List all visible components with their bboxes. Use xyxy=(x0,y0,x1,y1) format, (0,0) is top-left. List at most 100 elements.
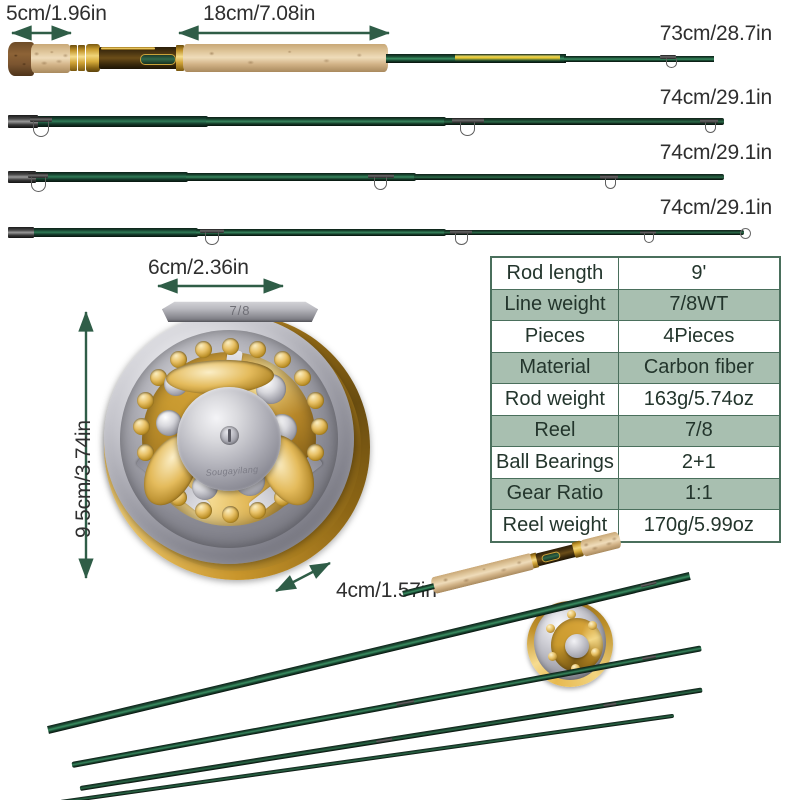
ferrule-4 xyxy=(8,227,34,238)
spec-key: Gear Ratio xyxy=(490,477,619,510)
reel-foot xyxy=(162,301,318,322)
spec-key: Material xyxy=(490,351,619,384)
spec-key: Line weight xyxy=(490,288,619,321)
spec-value: 7/8 xyxy=(617,414,781,447)
reel-port-o11 xyxy=(222,506,239,523)
reel-spool-release[interactable] xyxy=(220,426,239,445)
spec-value: 2+1 xyxy=(617,446,781,479)
guide-ring-2b xyxy=(460,122,475,136)
reel-port-o17 xyxy=(137,392,154,409)
guide-ring-4a xyxy=(205,232,219,245)
spec-value: 170g/5.99oz xyxy=(617,509,781,542)
reel-port-o6 xyxy=(311,418,328,435)
spec-key: Reel xyxy=(490,414,619,447)
reel-port-o15 xyxy=(137,444,154,461)
assembled-reel-port-3 xyxy=(591,648,600,657)
assembled-reel-port-6 xyxy=(546,624,555,633)
rod-blank-2-a xyxy=(8,116,208,127)
assembled-reel-hub xyxy=(565,634,589,658)
guide-ring-4b xyxy=(455,233,468,245)
guide-ring-2a xyxy=(33,121,49,137)
reel-seat-trim xyxy=(101,47,155,50)
label-section-4: 74cm/29.1in xyxy=(659,196,772,219)
guide-foot-3a xyxy=(28,173,48,178)
reel-port-o7 xyxy=(307,444,324,461)
rod-blank-4-c xyxy=(444,230,744,235)
assembled-reel-port-5 xyxy=(548,652,557,661)
guide-ring-3a xyxy=(31,177,46,192)
rod-blank-1-upper xyxy=(564,56,714,62)
fighting-butt-cap xyxy=(8,42,34,76)
spec-value: 4Pieces xyxy=(617,320,781,353)
reel-port-o19 xyxy=(170,351,187,368)
rod-blank-3-a xyxy=(8,172,188,182)
assembled-reel-port-1 xyxy=(567,610,576,619)
guide-foot-2b xyxy=(452,118,484,123)
reel-port-o20 xyxy=(195,341,212,358)
assembled-cork-grip xyxy=(429,552,536,595)
reel-seat-hood xyxy=(86,44,100,72)
bottom-rod-piece-4-blank xyxy=(59,713,675,800)
label-section-2: 74cm/29.1in xyxy=(659,86,772,109)
rod-blank-2-b xyxy=(206,117,446,126)
rod-blank-3-b xyxy=(186,173,416,181)
spec-value: 9' xyxy=(617,256,781,290)
guide-ring-3b xyxy=(374,177,387,190)
reel-seat-lock-ring-3 xyxy=(176,45,184,71)
rod-tip-top-guide xyxy=(740,228,751,239)
reel-seat-lock-ring-2 xyxy=(78,45,85,71)
reel-foot-marking: 7/8 xyxy=(229,303,251,318)
reel-port-o18 xyxy=(150,369,167,386)
label-reel-diameter: 9.5cm/3.74in xyxy=(72,420,95,538)
rod-brand-decal xyxy=(455,54,560,61)
bottom-rod-piece-4 xyxy=(59,713,675,800)
guide-foot-1a xyxy=(660,55,676,59)
spec-key: Rod length xyxy=(490,256,619,290)
guide-foot-3c xyxy=(600,175,618,179)
guide-foot-3b xyxy=(368,174,394,178)
reel-port-o3 xyxy=(274,351,291,368)
guide-foot-4b xyxy=(450,230,472,234)
cork-main-grip xyxy=(183,44,388,72)
reel-port-o1 xyxy=(222,338,239,355)
label-section-3: 74cm/29.1in xyxy=(659,141,772,164)
spec-value: 163g/5.74oz xyxy=(617,383,781,416)
reel-frame: Sougayilang xyxy=(104,314,354,564)
reel-seat-lock-ring-1 xyxy=(70,45,77,71)
fly-reel-detail-view: Sougayilang 7/8 xyxy=(104,300,372,580)
reel-port-o5 xyxy=(307,392,324,409)
guide-foot-2a xyxy=(30,117,52,122)
guide-ring-3c xyxy=(605,178,616,189)
label-reel-width: 6cm/2.36in xyxy=(148,256,249,279)
reel-port-o4 xyxy=(294,369,311,386)
rod-blank-4-a xyxy=(8,228,198,237)
label-section-1: 73cm/28.7in xyxy=(659,22,772,45)
label-reel-depth: 4cm/1.57in xyxy=(336,579,437,602)
spec-value: Carbon fiber xyxy=(617,351,781,384)
reel-port-o10 xyxy=(249,502,266,519)
reel-port-o12 xyxy=(195,502,212,519)
guide-ring-1a xyxy=(666,58,677,68)
guide-ring-4c xyxy=(644,233,654,243)
spec-key: Ball Bearings xyxy=(490,446,619,479)
reel-port-o16 xyxy=(133,418,150,435)
reel-seat-insert-window xyxy=(140,54,176,65)
label-grip-handle: 18cm/7.08in xyxy=(203,2,316,25)
reel-port-o2 xyxy=(249,341,266,358)
spec-value: 7/8WT xyxy=(617,288,781,321)
label-grip-butt: 5cm/1.96in xyxy=(6,2,107,25)
cork-butt-grip xyxy=(31,44,71,73)
spec-key: Rod weight xyxy=(490,383,619,416)
assembled-blank-below-grip xyxy=(402,583,435,597)
guide-foot-4c xyxy=(640,231,656,234)
